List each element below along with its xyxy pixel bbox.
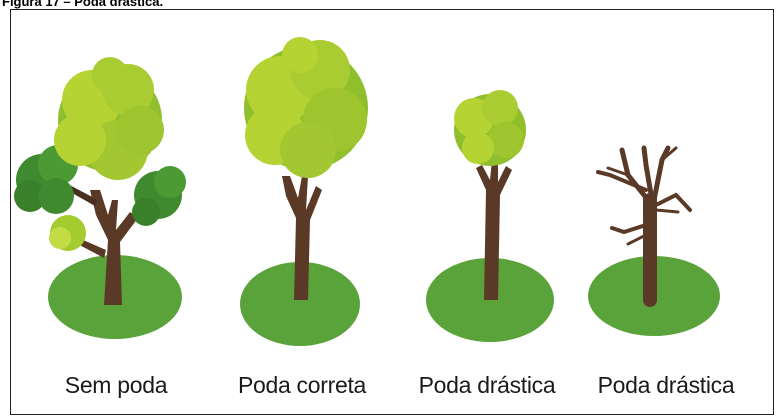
tree-no-pruning	[14, 57, 186, 339]
figure-caption: Figura 17 – Poda drástica.	[2, 0, 164, 9]
label-poda-drastica-2: Poda drástica	[597, 372, 735, 398]
tree-drastic-pruning-2	[588, 145, 720, 336]
label-sem-poda: Sem poda	[64, 372, 168, 398]
tree-correct-pruning	[240, 37, 368, 346]
label-poda-drastica-1: Poda drástica	[418, 372, 556, 398]
label-poda-correta: Poda correta	[237, 372, 367, 398]
tree-drastic-pruning-1	[426, 90, 554, 342]
